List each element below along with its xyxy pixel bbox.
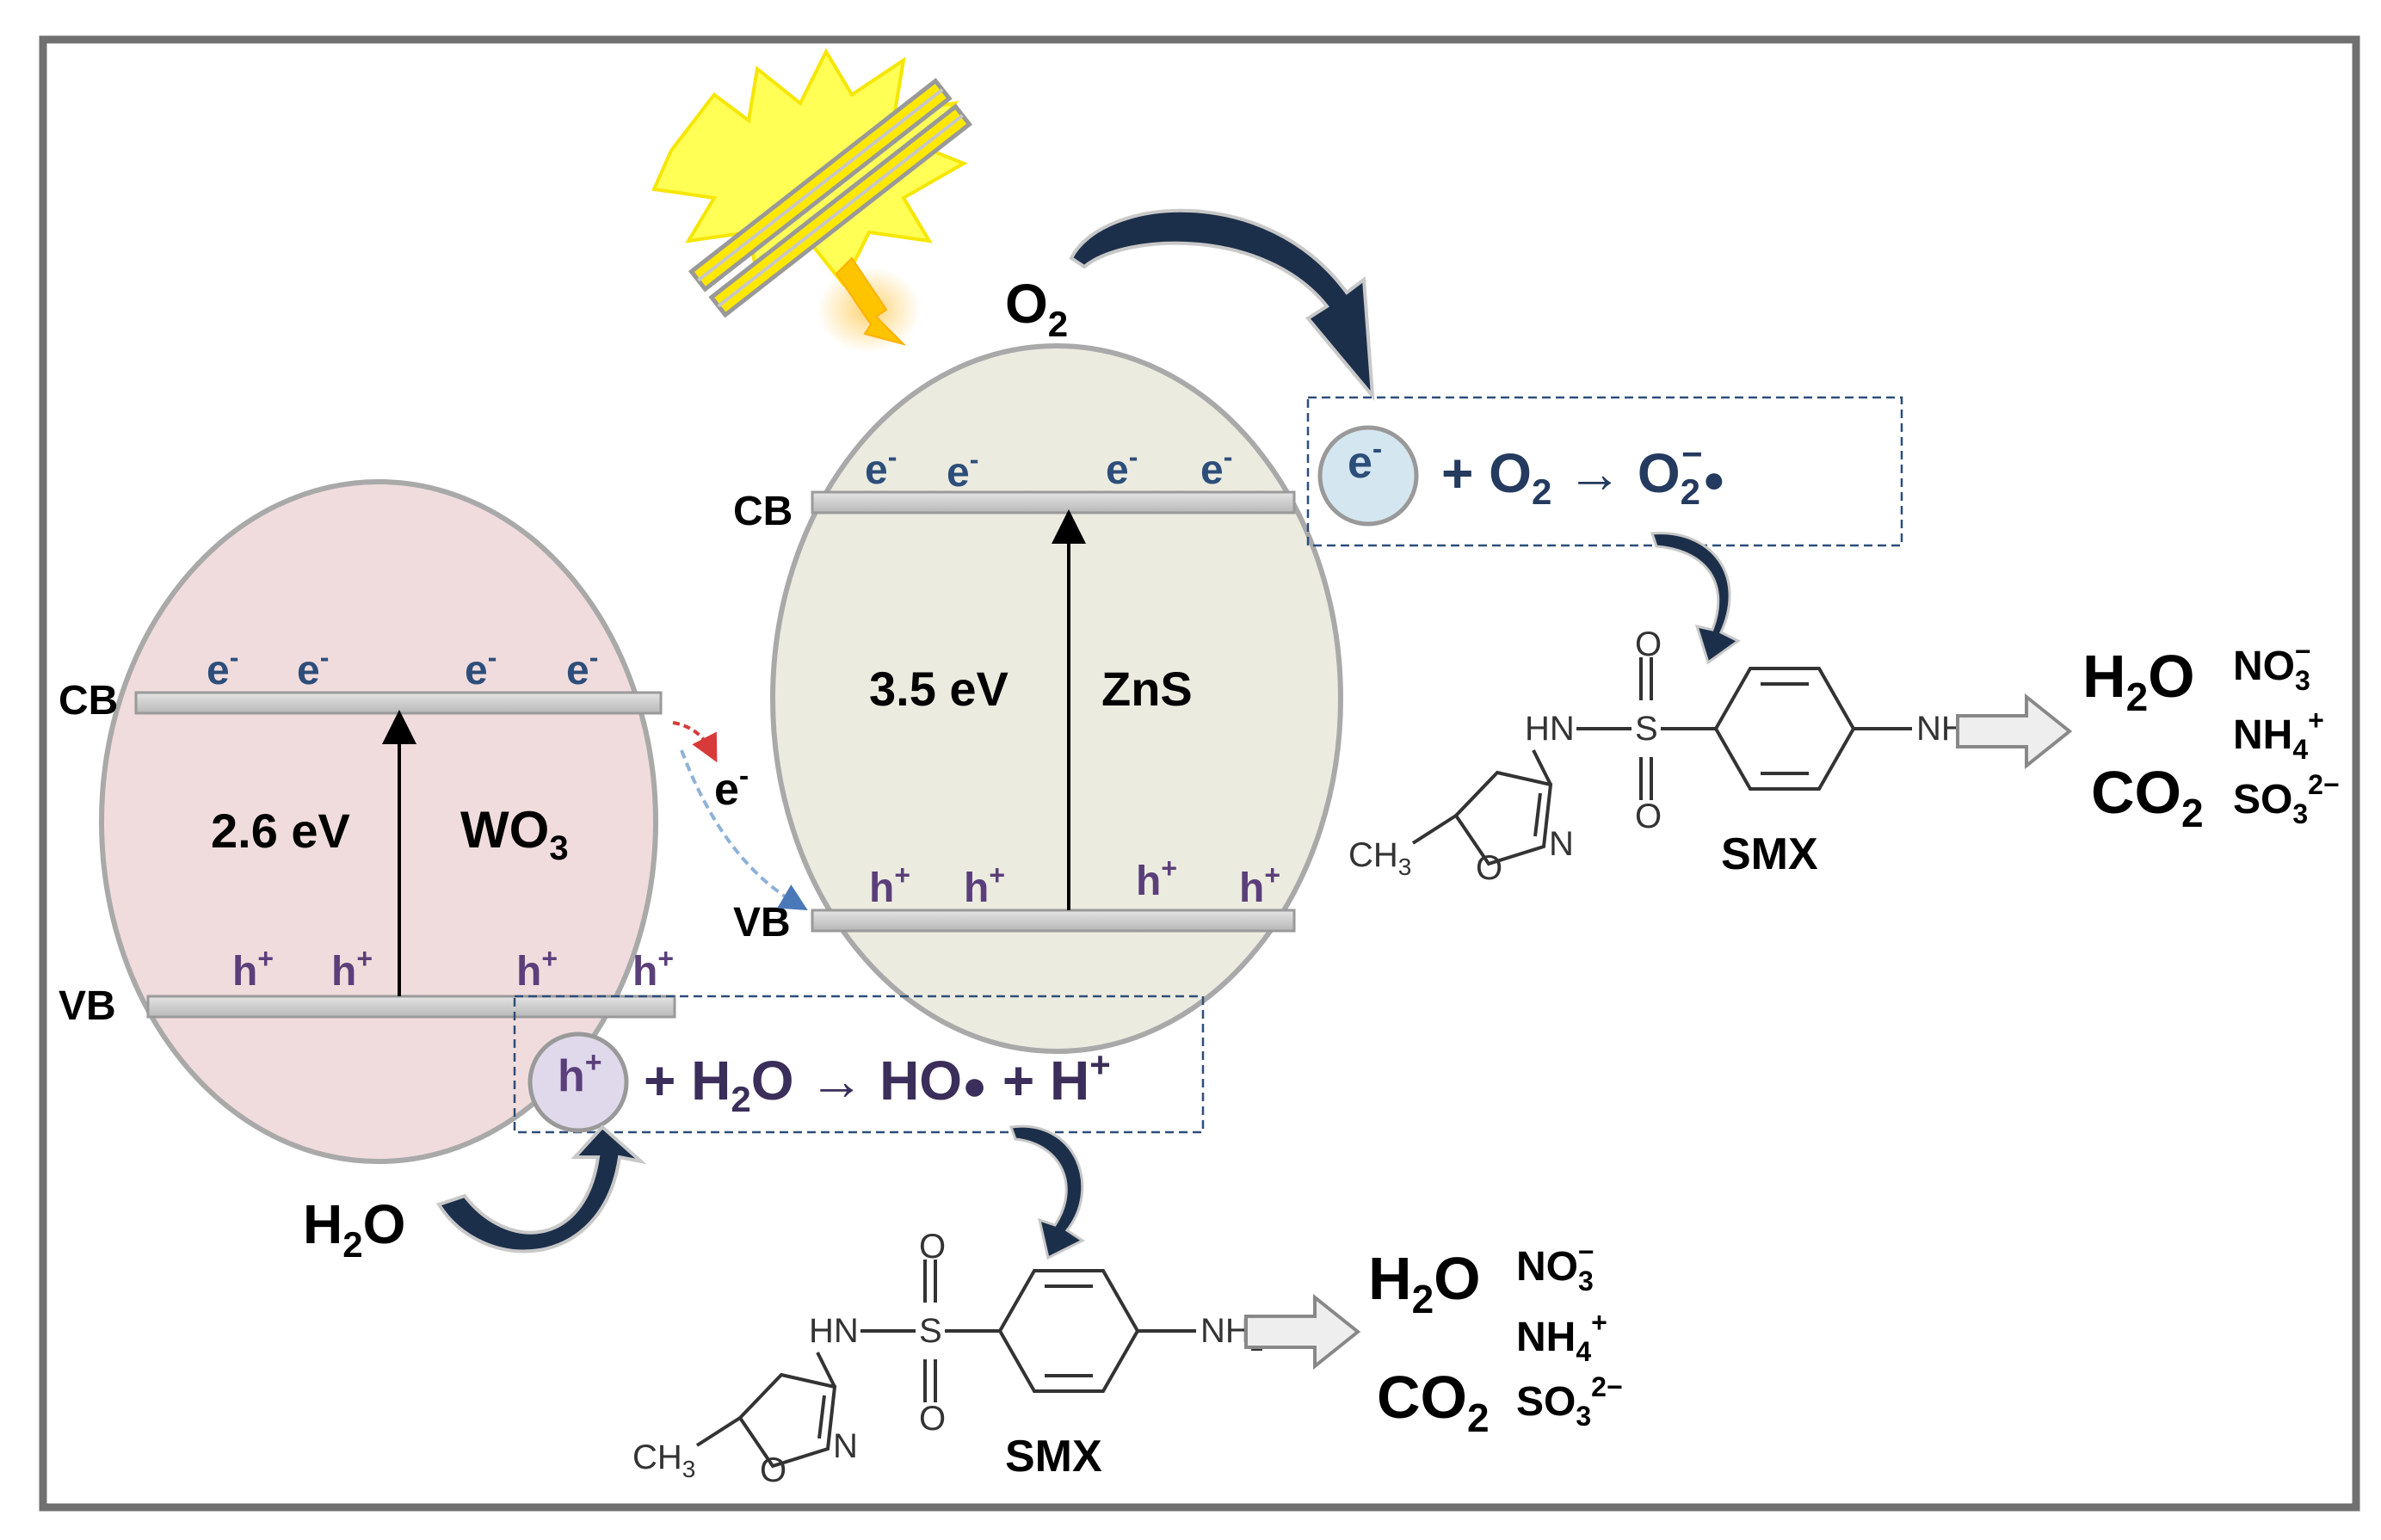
svg-text:e-: e- [947,444,978,496]
svg-text:e-: e- [1200,441,1232,493]
wo3-cb-band [134,691,663,715]
hole-reaction-equation: + H2O → HO● + H+ [644,1044,1111,1119]
svg-text:NH4+: NH4+ [2233,705,2324,765]
electron-reaction-box [1306,396,1903,547]
svg-text:h+: h+ [964,859,1005,911]
wo3-vb-band [146,995,676,1019]
svg-text:S: S [919,1312,942,1350]
hole-circle [527,1032,629,1133]
wo3-bandgap: 2.6 eV [211,804,350,858]
smx-label-upper: SMX [1721,829,1818,879]
wo3-holes: h+ h+ h+ h+ [232,943,674,995]
svg-text:NH2: NH2 [1200,1312,1263,1356]
zns-name: ZnS [1101,662,1193,716]
products-lower: H2O CO2 NO3− NH4+ SO32− [1368,1236,1623,1440]
svg-text:HN: HN [1525,710,1575,748]
o2-curved-arrow [1069,208,1375,402]
svg-text:H2O: H2O [1368,1245,1481,1321]
superoxide-to-smx-arrow [1650,532,1741,665]
svg-text:h+: h+ [516,943,558,995]
svg-text:SO32−: SO32− [1516,1371,1623,1432]
wo3-cb-label: CB [59,678,118,724]
products-upper: H2O CO2 NO3− NH4+ SO32− [2082,636,2340,835]
hole-circle-label: h+ [558,1046,602,1101]
svg-text:CO2: CO2 [1377,1364,1490,1440]
zns-vb-band [811,909,1296,933]
svg-text:CH3: CH3 [1348,836,1411,880]
svg-text:HN: HN [809,1312,859,1350]
svg-text:e-: e- [566,642,598,693]
electron-reaction-equation: + O2 → O2−● [1441,434,1725,512]
wo3-electrons: e- e- e- e- [207,642,598,693]
svg-text:CH3: CH3 [632,1438,695,1482]
zns-holes: h+ h+ h+ h+ [869,853,1280,911]
wo3-name: WO3 [460,801,569,867]
svg-text:O: O [1635,798,1662,835]
svg-text:H2O: H2O [2082,643,2195,719]
svg-text:O: O [919,1228,946,1266]
electron-circle [1317,425,1419,527]
h2o-source-label: H2O [303,1193,405,1265]
o2-source-label: O2 [1005,273,1068,344]
zns-vb-label: VB [733,900,791,946]
svg-text:h+: h+ [1239,859,1280,911]
svg-text:O: O [1635,625,1662,663]
transfer-arrow-blue [680,749,808,911]
hole-reaction-box [513,995,1205,1134]
lamp-icon [651,47,973,353]
svg-text:e-: e- [297,642,329,693]
svg-text:NH4+: NH4+ [1516,1307,1607,1367]
svg-text:O: O [919,1400,946,1438]
svg-text:NO3−: NO3− [1516,1236,1594,1297]
smx-molecule-upper: O S O HN NH2 N O CH3 [1348,625,1979,887]
h2o-curved-arrow [435,1124,647,1254]
zns-particle [770,343,1343,1054]
svg-text:h+: h+ [869,859,910,911]
smx-label-lower: SMX [1005,1432,1102,1481]
zns-cb-band [811,490,1296,514]
svg-text:NO3−: NO3− [2233,636,2310,696]
svg-text:SO32−: SO32− [2233,769,2340,829]
svg-text:h+: h+ [232,943,274,995]
svg-text:h+: h+ [632,943,674,995]
svg-text:S: S [1635,710,1658,748]
svg-text:CO2: CO2 [2091,759,2204,835]
svg-text:e-: e- [465,642,497,693]
hydroxyl-to-smx-arrow [1009,1124,1085,1260]
zns-bandgap: 3.5 eV [869,662,1009,716]
smx-molecule-lower: O S O HN NH2 N O CH3 [632,1228,1263,1489]
svg-text:h+: h+ [331,943,373,995]
electron-circle-label: e- [1348,433,1382,488]
svg-text:e-: e- [865,441,897,493]
svg-text:h+: h+ [1136,853,1177,904]
svg-text:e-: e- [207,642,238,693]
zns-electrons: e- e- e- e- [865,441,1232,496]
zns-cb-label: CB [733,489,793,534]
wo3-particle [99,479,658,1164]
transfer-arrow-red [672,721,718,763]
svg-text:e-: e- [1106,441,1138,493]
svg-text:O: O [1476,849,1502,887]
transfer-electron-label: e- [714,760,749,815]
wo3-vb-label: VB [59,983,116,1029]
svg-text:N: N [1549,825,1574,863]
svg-text:N: N [833,1427,858,1465]
svg-text:O: O [760,1451,786,1489]
